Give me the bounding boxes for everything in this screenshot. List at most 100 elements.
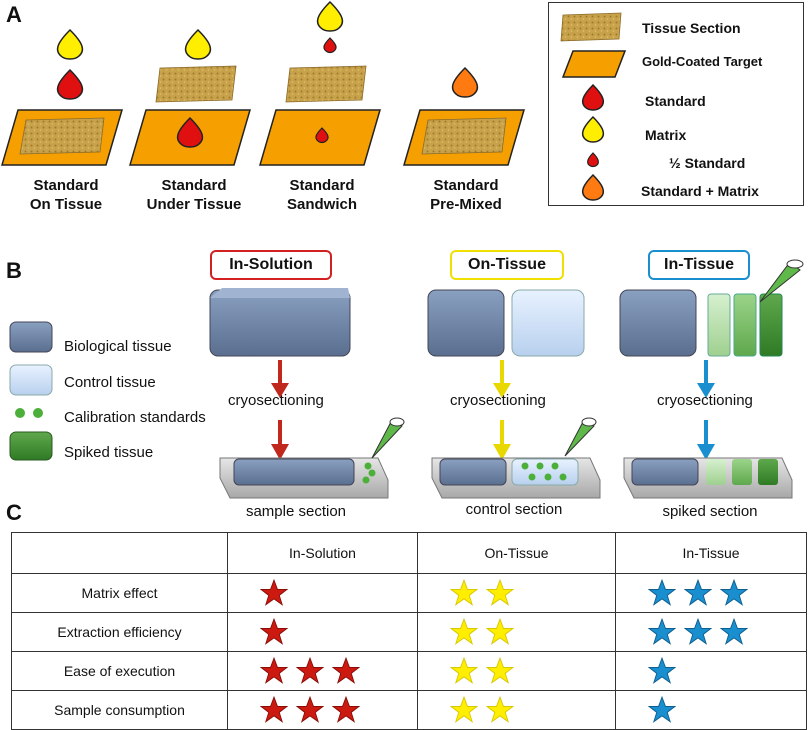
star-icon	[719, 578, 749, 606]
step-label-in-solution: cryosectioning	[228, 392, 324, 409]
biological-tissue-icon	[619, 289, 697, 357]
control-tissue-icon	[511, 289, 585, 357]
legend-label-biological-tissue: Biological tissue	[64, 338, 172, 355]
star-icon	[485, 656, 515, 684]
table-row: Ease of execution	[11, 651, 807, 691]
matrix-drop-icon	[184, 28, 212, 60]
rating-cell	[615, 690, 807, 730]
star-icon	[485, 617, 515, 645]
section-label-control: control section	[465, 501, 563, 518]
rating-cell	[227, 690, 418, 730]
table-header-cell: In-Tissue	[615, 532, 807, 574]
row-label: Extraction efficiency	[11, 612, 228, 652]
half-standard-drop-icon	[587, 152, 599, 168]
star-icon	[647, 578, 677, 606]
gold-target-icon	[561, 50, 627, 78]
star-icon	[331, 695, 361, 723]
panel-a-legend: Tissue Section Gold-Coated Target Standa…	[548, 2, 804, 206]
legend-label-gold-target: Gold-Coated Target	[642, 54, 763, 69]
table-row: Matrix effect	[11, 573, 807, 613]
table-header-cell: In-Solution	[227, 532, 418, 574]
tissue-section-icon	[421, 117, 507, 155]
legend-label-control-tissue: Control tissue	[64, 374, 156, 391]
star-icon	[683, 617, 713, 645]
star-icon	[259, 578, 289, 606]
standard-drop-icon	[176, 116, 204, 148]
spiked-tissue-icon	[707, 293, 731, 357]
rating-cell	[227, 612, 418, 652]
star-icon	[259, 695, 289, 723]
star-icon	[647, 617, 677, 645]
star-icon	[449, 656, 479, 684]
half-standard-drop-icon	[323, 37, 337, 54]
down-arrow-icon	[271, 383, 289, 398]
matrix-drop-icon	[316, 0, 344, 32]
rating-cell	[615, 573, 807, 613]
config-under-tissue	[129, 28, 251, 166]
legend-label-standard-matrix: Standard + Matrix	[641, 183, 759, 199]
table-header-cell: On-Tissue	[417, 532, 616, 574]
down-arrow-icon	[697, 444, 715, 460]
rating-cell	[417, 690, 616, 730]
star-icon	[485, 695, 515, 723]
star-icon	[647, 656, 677, 684]
star-icon	[295, 695, 325, 723]
legend-label-half-standard: ½ Standard	[669, 155, 746, 171]
legend-label-standard: Standard	[645, 93, 706, 109]
method-title-in-tissue: In-Tissue	[648, 250, 750, 280]
rating-cell	[227, 573, 418, 613]
spiked-tissue-icon	[733, 293, 757, 357]
down-arrow-icon	[697, 383, 715, 398]
section-label-spiked: spiked section	[662, 503, 758, 520]
matrix-drop-icon	[581, 115, 605, 143]
panel-b-letter: B	[6, 258, 22, 283]
rating-cell	[417, 573, 616, 613]
star-icon	[449, 578, 479, 606]
table-header-cell	[11, 532, 228, 574]
down-arrow-icon	[493, 383, 511, 398]
star-icon	[295, 656, 325, 684]
star-icon	[449, 695, 479, 723]
star-icon	[331, 656, 361, 684]
section-label-sample: sample section	[245, 503, 347, 520]
spiked-tissue-icon	[759, 293, 783, 357]
legend-label-calibration-standards: Calibration standards	[64, 409, 206, 426]
half-standard-drop-icon	[315, 127, 329, 144]
matrix-drop-icon	[56, 28, 84, 60]
tissue-section-icon	[19, 117, 105, 155]
config-pre-mixed	[403, 66, 525, 166]
step-label-in-tissue: cryosectioning	[657, 392, 753, 409]
star-icon	[259, 617, 289, 645]
table-row: Sample consumption	[11, 690, 807, 730]
biological-tissue-icon	[209, 289, 351, 357]
tissue-section-icon	[155, 65, 237, 103]
step-label-on-tissue: cryosectioning	[450, 392, 546, 409]
row-label: Sample consumption	[11, 690, 228, 730]
biological-tissue-icon	[9, 321, 53, 353]
in-solution-column	[209, 288, 405, 499]
star-icon	[485, 578, 515, 606]
standard-drop-icon	[581, 83, 605, 111]
star-icon	[719, 617, 749, 645]
star-icon	[449, 617, 479, 645]
tissue-section-icon	[285, 65, 367, 103]
down-arrow-icon	[493, 444, 511, 460]
standard-matrix-drop-icon	[451, 66, 479, 98]
config-label-pre-mixed: Standard Pre-Mixed	[430, 177, 502, 213]
table-row: Extraction efficiency	[11, 612, 807, 652]
in-tissue-column	[619, 259, 804, 499]
star-icon	[683, 578, 713, 606]
spiked-tissue-icon	[9, 431, 53, 461]
star-icon	[647, 695, 677, 723]
legend-label-matrix: Matrix	[645, 127, 687, 143]
tissue-section-icon	[560, 12, 622, 42]
legend-label-spiked-tissue: Spiked tissue	[64, 444, 154, 461]
standard-drop-icon	[56, 68, 84, 100]
rating-cell	[417, 612, 616, 652]
method-title-in-solution: In-Solution	[210, 250, 332, 280]
on-tissue-column	[427, 289, 601, 499]
config-label-under-tissue: Standard Under Tissue	[146, 177, 242, 213]
panel-b-illustration	[9, 259, 804, 499]
calibration-standards-icon	[15, 408, 43, 418]
rating-cell	[615, 651, 807, 691]
